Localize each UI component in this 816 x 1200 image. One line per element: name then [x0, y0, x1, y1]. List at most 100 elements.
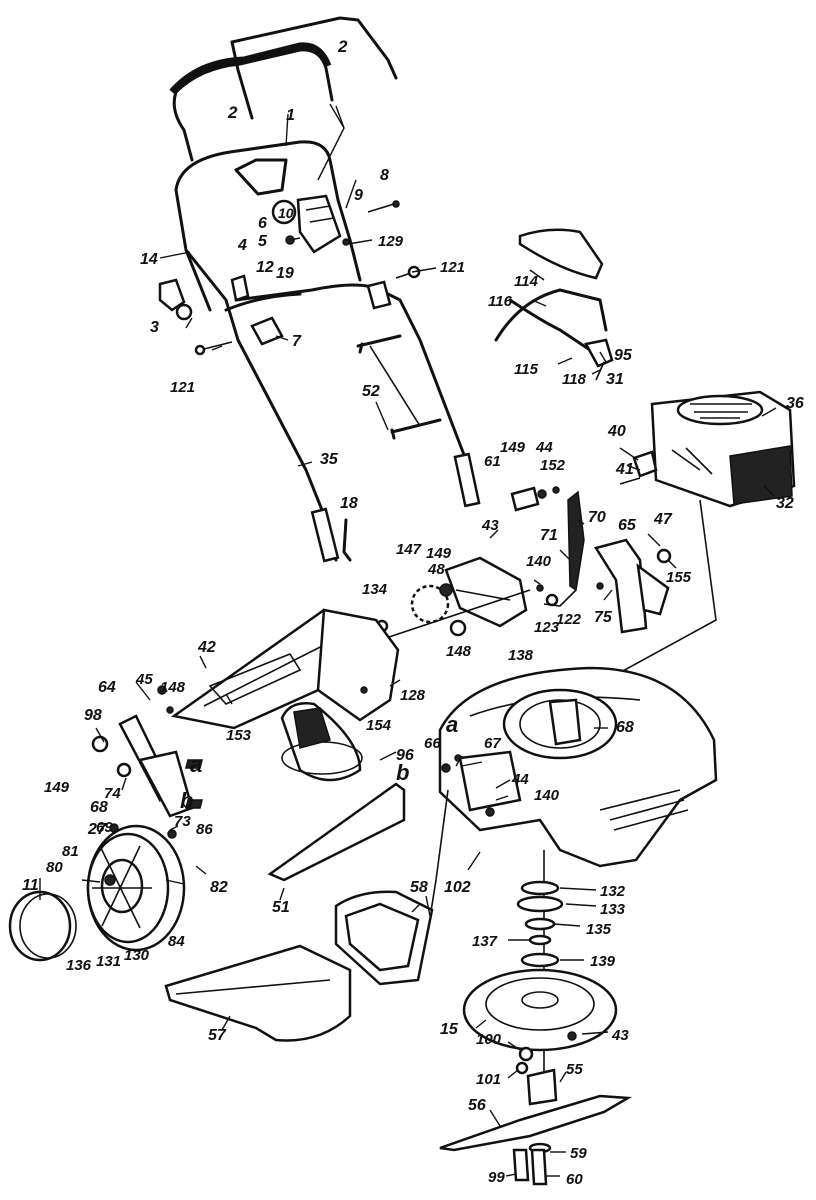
- rear-flap: [267, 702, 406, 882]
- part-label-l80: 80: [46, 859, 63, 876]
- part-label-l7: 7: [292, 333, 302, 350]
- part-label-l135: 135: [586, 921, 612, 938]
- part-label-l31: 31: [606, 371, 624, 388]
- transmission: [375, 486, 560, 641]
- part-label-l153: 153: [226, 727, 252, 744]
- part-label-l1: 1: [286, 107, 295, 124]
- part-label-l99: 99: [488, 1169, 505, 1186]
- part-label-l95: 95: [614, 347, 633, 364]
- grass-bag: [164, 890, 434, 1042]
- part-label-l131: 131: [96, 953, 121, 970]
- handle-knobs: [158, 274, 250, 321]
- part-label-l84: 84: [168, 933, 185, 950]
- part-label-l61: 61: [484, 453, 501, 470]
- part-label-l138: 138: [508, 647, 534, 664]
- part-label-l73: 73: [174, 813, 191, 830]
- part-label-la2: a: [446, 712, 458, 737]
- leader-lines: [39, 103, 777, 1177]
- rear-wheel: [8, 824, 186, 962]
- part-label-l82: 82: [210, 879, 228, 896]
- part-label-l43a: 43: [481, 517, 499, 534]
- part-label-l47: 47: [653, 511, 673, 528]
- control-rod: [356, 334, 442, 440]
- main-handle: [184, 248, 481, 563]
- part-label-l4: 4: [237, 237, 247, 254]
- part-label-l86: 86: [196, 821, 213, 838]
- part-label-l81: 81: [62, 843, 79, 860]
- part-label-l66: 66: [424, 735, 441, 752]
- part-label-l100: 100: [476, 1031, 502, 1048]
- part-label-l42: 42: [197, 639, 216, 656]
- part-label-l133: 133: [600, 901, 626, 918]
- part-label-l5: 5: [258, 233, 268, 250]
- height-adjuster: [91, 714, 203, 839]
- part-label-l67: 67: [484, 735, 501, 752]
- deflector-assembly: [494, 228, 614, 381]
- part-label-l71: 71: [540, 527, 558, 544]
- part-label-l101: 101: [476, 1071, 501, 1088]
- part-label-l68a: 68: [616, 719, 634, 736]
- part-label-l122: 122: [556, 611, 582, 628]
- part-label-l136: 136: [66, 957, 92, 974]
- part-label-l149c: 149: [44, 779, 70, 796]
- part-label-l152: 152: [540, 457, 566, 474]
- part-label-l116: 116: [488, 293, 513, 310]
- part-label-l2b: 2: [227, 103, 238, 122]
- part-label-l10: 10: [278, 205, 294, 221]
- part-label-l140a: 140: [526, 553, 552, 570]
- part-label-l68b: 68: [90, 799, 108, 816]
- part-label-l147: 147: [396, 541, 422, 558]
- part-label-l137: 137: [472, 933, 498, 950]
- part-label-l123: 123: [534, 619, 560, 636]
- part-label-l51: 51: [272, 899, 290, 916]
- part-label-l15: 15: [440, 1021, 459, 1038]
- part-label-l14: 14: [140, 251, 158, 268]
- part-label-l40: 40: [607, 423, 626, 440]
- part-label-l148a: 148: [160, 679, 186, 696]
- part-label-l115: 115: [514, 361, 539, 378]
- part-label-l155: 155: [666, 569, 692, 586]
- part-label-l2a: 2: [337, 37, 348, 56]
- part-label-l41: 41: [615, 461, 634, 478]
- part-label-l121a: 121: [440, 259, 465, 276]
- part-label-l118: 118: [562, 371, 587, 388]
- part-label-lb2: b: [396, 760, 409, 785]
- part-label-lb1: b: [180, 788, 193, 813]
- part-label-l27: 27: [87, 821, 107, 838]
- part-label-l64: 64: [98, 679, 116, 696]
- part-label-l69: 69: [96, 819, 113, 836]
- part-label-l102: 102: [444, 879, 471, 896]
- part-label-l43b: 43: [611, 1027, 629, 1044]
- part-label-l44a: 44: [535, 439, 553, 456]
- part-label-l154: 154: [366, 717, 392, 734]
- drive-cover: [157, 608, 400, 730]
- part-label-l134: 134: [362, 581, 388, 598]
- part-label-l129: 129: [378, 233, 404, 250]
- part-label-l98: 98: [84, 707, 102, 724]
- part-label-l56: 56: [468, 1097, 486, 1114]
- upper-handle: [169, 16, 398, 162]
- part-label-l12: 12: [256, 259, 274, 276]
- part-label-l32: 32: [776, 495, 794, 512]
- part-label-l96: 96: [396, 747, 414, 764]
- part-label-l132: 132: [600, 883, 626, 900]
- part-label-l11: 11: [22, 877, 39, 894]
- blade-stack: [439, 850, 633, 1186]
- part-label-l130: 130: [124, 947, 150, 964]
- part-label-l52: 52: [362, 383, 380, 400]
- bolts: [194, 200, 421, 356]
- part-label-l114: 114: [514, 273, 539, 290]
- part-label-l148b: 148: [446, 643, 472, 660]
- part-label-l70: 70: [588, 509, 606, 526]
- lower-handle: [174, 140, 362, 312]
- part-label-l128: 128: [400, 687, 426, 704]
- part-label-l74: 74: [104, 785, 121, 802]
- mower-deck: [427, 666, 718, 931]
- part-label-l48: 48: [427, 561, 445, 578]
- part-label-l36: 36: [786, 395, 804, 412]
- part-label-l55: 55: [566, 1061, 583, 1078]
- part-label-l140b: 140: [534, 787, 560, 804]
